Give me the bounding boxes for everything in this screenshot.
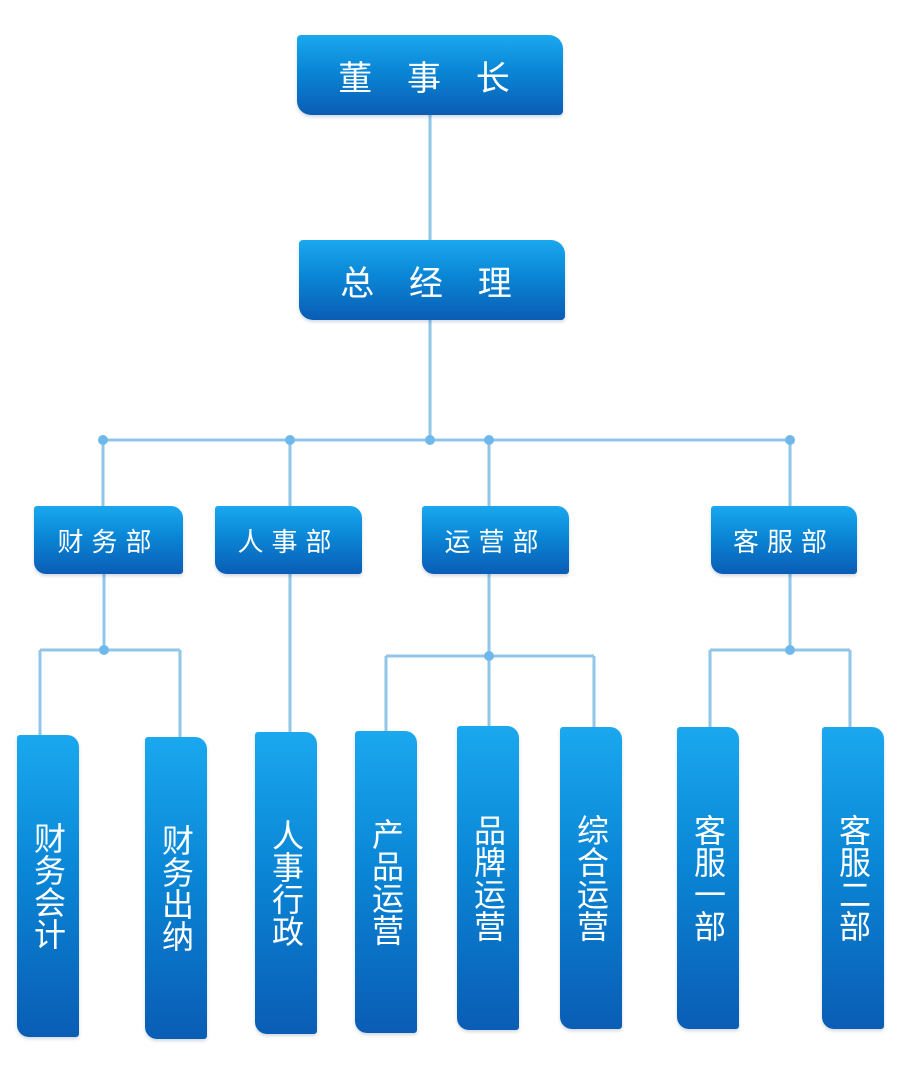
node-product-operations: 产品运营 [355, 731, 417, 1033]
node-customer-service-1: 客服一部 [677, 727, 739, 1029]
node-label: 总 经 理 [340, 263, 524, 304]
node-dept-customer-service: 客服部 [711, 506, 857, 574]
node-dept-operations: 运营部 [422, 506, 569, 574]
node-label: 董 事 长 [338, 58, 522, 99]
node-label: 财务部 [57, 527, 160, 558]
node-label: 人事行政 [267, 819, 305, 947]
node-label: 客服一部 [689, 814, 727, 942]
junction-dot [484, 435, 494, 445]
node-dept-hr: 人事部 [215, 506, 362, 574]
junction-dot [425, 435, 435, 445]
node-customer-service-2: 客服二部 [822, 727, 884, 1029]
junction-dot [785, 435, 795, 445]
node-label: 产品运营 [367, 818, 405, 946]
junction-dot [99, 645, 109, 655]
node-label: 客服二部 [834, 814, 872, 942]
node-label: 财务出纳 [157, 824, 195, 952]
junction-dot [285, 435, 295, 445]
junction-dot [98, 435, 108, 445]
node-general-operations: 综合运营 [560, 727, 622, 1029]
node-finance-accounting: 财务会计 [17, 735, 79, 1037]
node-chairman: 董 事 长 [297, 35, 563, 115]
node-brand-operations: 品牌运营 [457, 726, 519, 1030]
junction-dot [484, 651, 494, 661]
node-label: 综合运营 [572, 814, 610, 942]
node-label: 客服部 [732, 527, 835, 558]
node-label: 人事部 [237, 527, 340, 558]
node-label: 财务会计 [29, 822, 67, 950]
node-finance-cashier: 财务出纳 [145, 737, 207, 1039]
junction-dot [785, 645, 795, 655]
node-hr-admin: 人事行政 [255, 732, 317, 1034]
node-dept-finance: 财务部 [34, 506, 183, 574]
node-general-manager: 总 经 理 [299, 240, 565, 320]
node-label: 运营部 [444, 527, 547, 558]
node-label: 品牌运营 [469, 814, 507, 942]
